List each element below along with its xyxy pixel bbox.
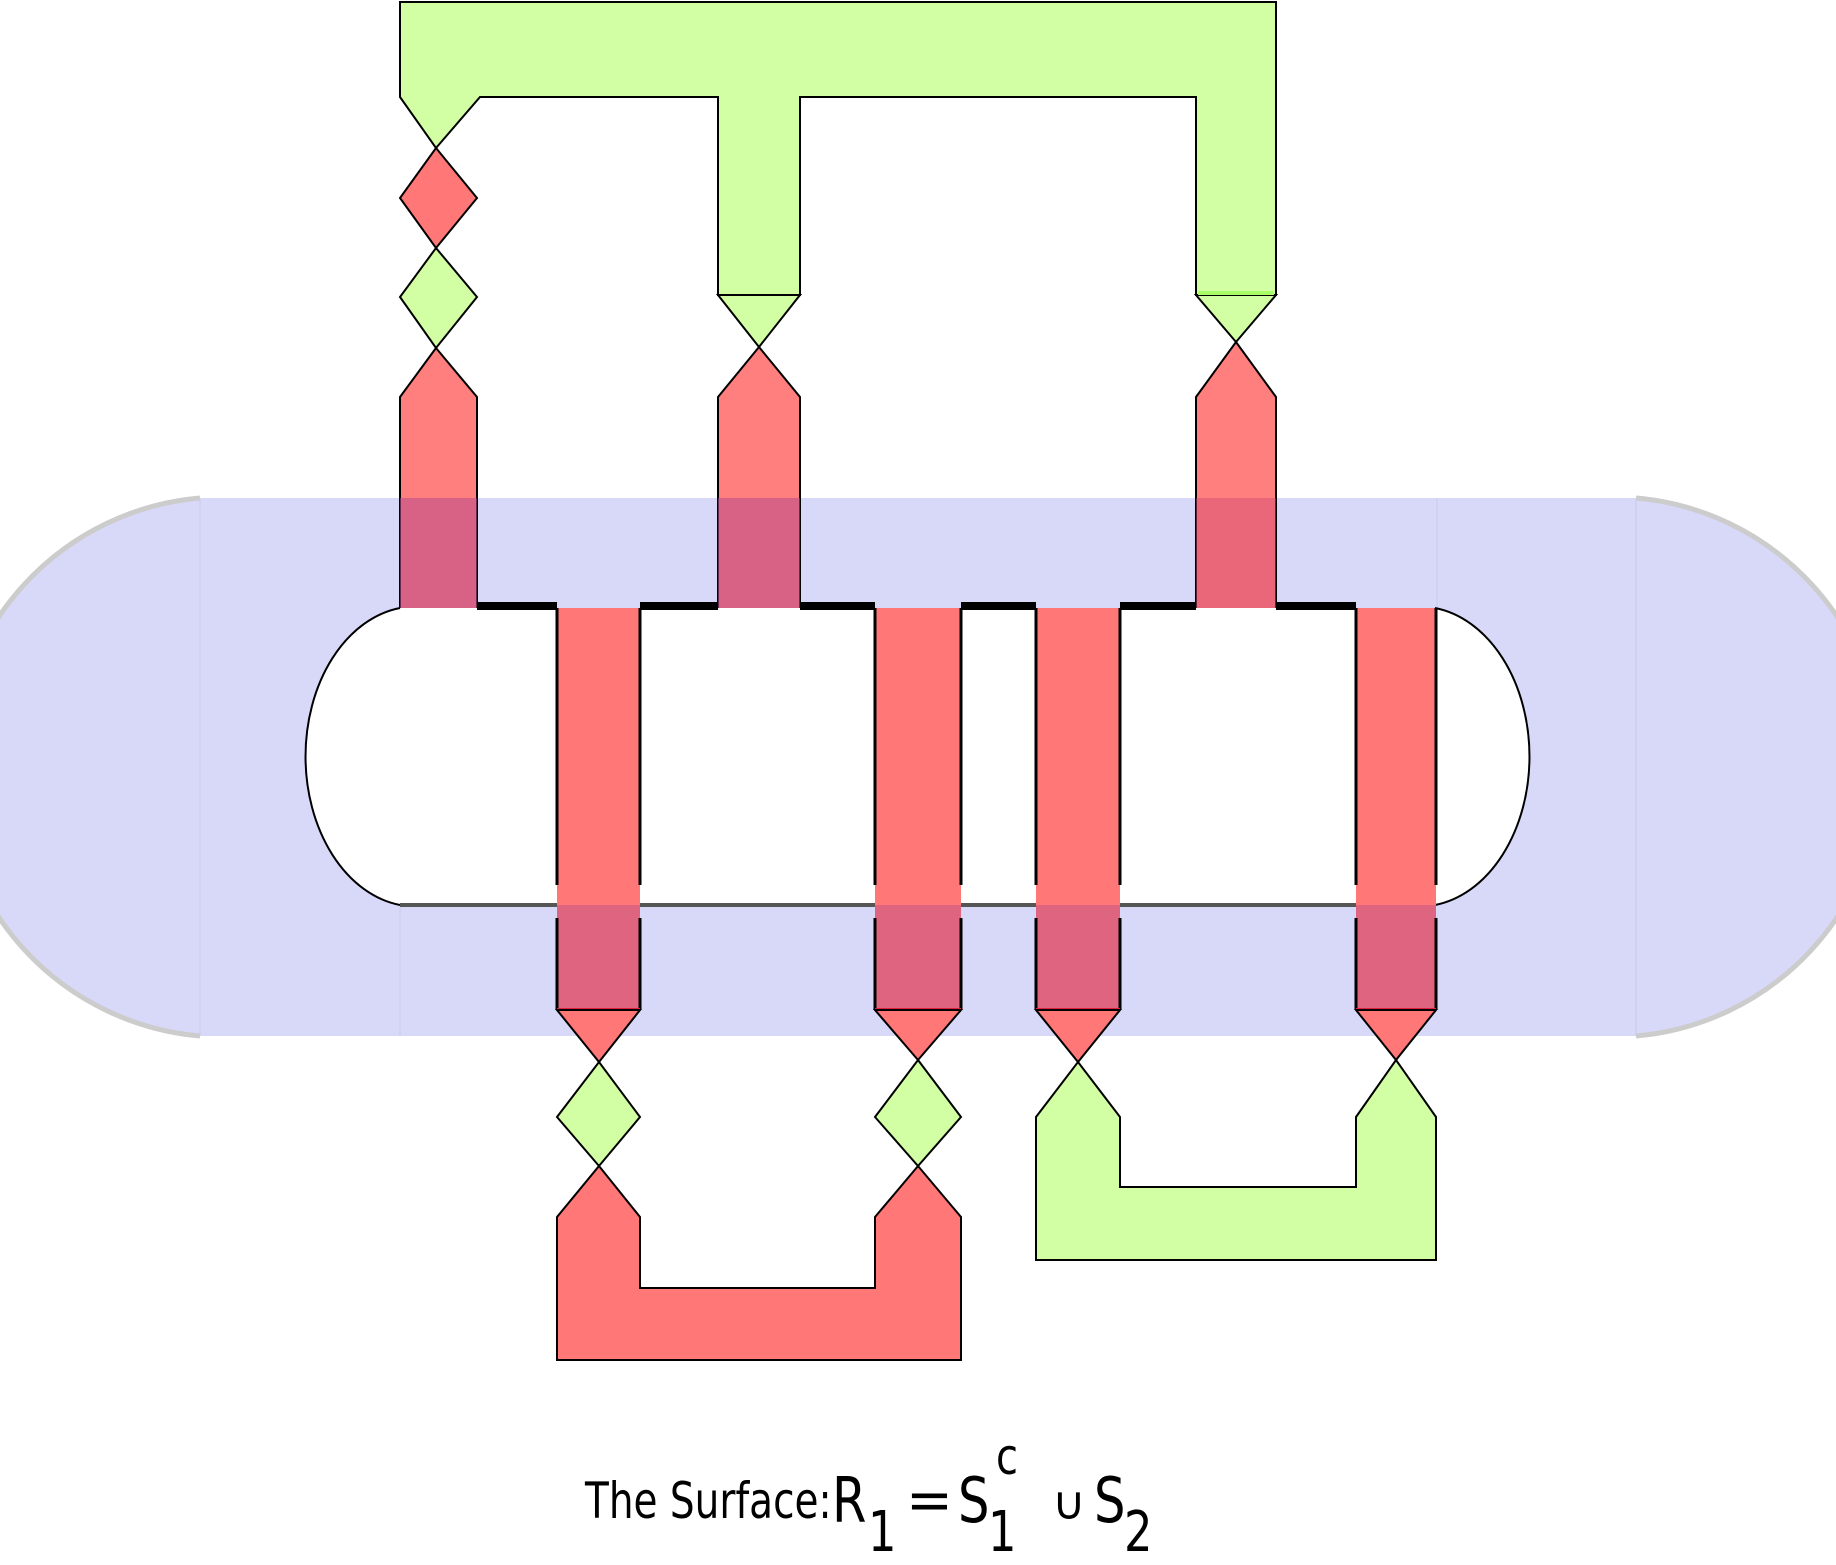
green-top-surface: [398, 1, 1279, 350]
red-hole-strand-3: [1036, 608, 1120, 1010]
red-hole-strand-edges: [555, 608, 1438, 1010]
caption-equals: =: [906, 1468, 953, 1533]
caption-union: ∪: [1052, 1476, 1086, 1530]
red-hole-strand-4-cap: [1356, 608, 1436, 614]
caption-s1: S: [958, 1464, 990, 1537]
red-lower-funnel-4: [1353, 1009, 1439, 1062]
overlap-tint-1: [400, 498, 477, 608]
red-lower-funnel-1: [554, 1009, 643, 1064]
overlap-tint-2: [718, 498, 800, 608]
caption-s2: S: [1094, 1464, 1126, 1537]
green-bottom-u: [1035, 1058, 1437, 1261]
red-hole-strand-4: [1356, 608, 1436, 1010]
right-cap-arc: [1635, 495, 1836, 1039]
caption: The Surface: R 1 = S c 1 ∪ S 2: [0, 1428, 1836, 1565]
lower-twists: [554, 1009, 1439, 1361]
overlap-tint-3: [1196, 498, 1276, 608]
green-top-bar: [399, 1, 1277, 296]
caption-text: The Surface:: [585, 1472, 832, 1530]
green-left-twist-diamond: [398, 246, 479, 350]
green-lower-diamond-2: [873, 1058, 963, 1168]
red-lower-funnel-2: [872, 1009, 964, 1062]
band-overlap-tints: [400, 498, 1276, 608]
overlap-tint-5: [875, 905, 961, 1010]
caption-s1-subscript: 1: [988, 1500, 1017, 1565]
red-lower-funnel-3: [1033, 1009, 1123, 1064]
red-strand-3: [1196, 342, 1276, 608]
inner-hole-outline: [304, 607, 1531, 906]
red-hole-strand-2: [875, 608, 961, 1010]
green-right-funnel: [1193, 294, 1279, 344]
caption-s1-superscript: c: [996, 1428, 1018, 1486]
overlap-tint-6: [1036, 905, 1120, 1010]
caption-s2-subscript: 2: [1124, 1500, 1153, 1565]
red-hole-strand-1: [557, 608, 640, 1010]
left-cap-arc: [0, 495, 201, 1039]
overlap-tint-7: [1356, 905, 1436, 1010]
green-lower-diamond-1: [555, 1060, 642, 1168]
caption-r-subscript: 1: [868, 1500, 897, 1565]
red-through-hole-strands: [555, 608, 1438, 1012]
red-strand-3-outline: [1195, 341, 1277, 608]
caption-r: R: [832, 1464, 867, 1537]
green-middle-funnel: [715, 294, 803, 349]
red-bottom-u: [556, 1164, 962, 1361]
overlap-tint-4: [557, 905, 640, 1010]
red-left-twist-diamond: [398, 146, 479, 250]
